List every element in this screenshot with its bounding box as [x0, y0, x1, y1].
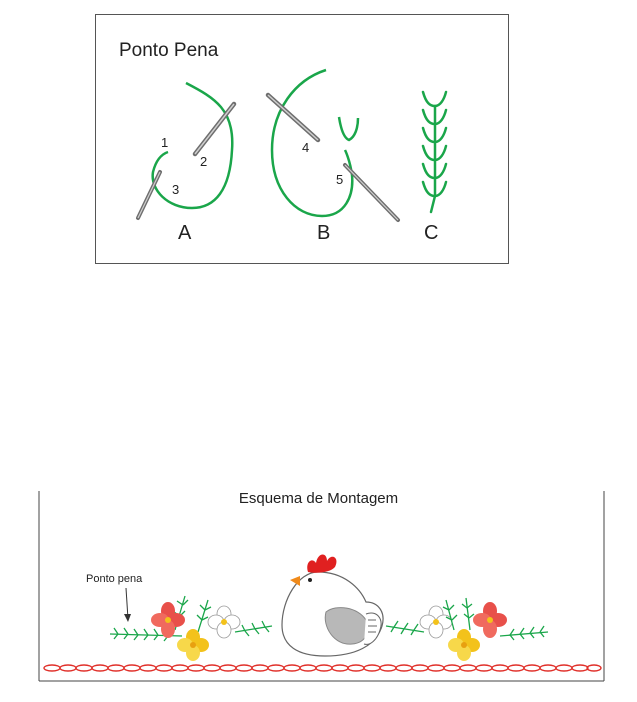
hen-beak: [290, 576, 300, 586]
right-white-flower: [419, 605, 453, 639]
hen-tail: [363, 612, 382, 645]
mark-4: 4: [302, 140, 309, 155]
left-white-flower: [207, 605, 241, 639]
panel-title: Ponto Pena: [119, 40, 219, 61]
hen-illustration: [281, 554, 384, 657]
step-label-b: B: [317, 222, 331, 244]
step-b-illustration: 4 5: [265, 68, 400, 222]
mark-5: 5: [336, 172, 343, 187]
mark-3: 3: [172, 182, 179, 197]
chain-stitch-row: [43, 664, 602, 672]
thread-b-loop: [270, 68, 354, 218]
step-c-feather-column: [421, 90, 448, 214]
step-a-illustration: 1 2 3: [136, 81, 237, 220]
callout-arrow: [124, 587, 131, 622]
right-yellow-flower: [448, 629, 480, 661]
layout-title: Esquema de Montagem: [238, 490, 399, 507]
hen-comb: [307, 554, 337, 573]
layout-frame: [38, 491, 605, 682]
left-yellow-flower: [177, 629, 209, 661]
stitch-panel: [95, 14, 509, 264]
right-red-flower: [473, 602, 507, 638]
step-label-c: C: [424, 222, 439, 244]
mark-1: 1: [161, 135, 168, 150]
ponto-pena-callout: Ponto pena: [86, 573, 143, 585]
left-red-flower: [151, 602, 185, 638]
thread-a: [151, 81, 234, 210]
step-label-a: A: [178, 222, 192, 244]
right-feather-sprigs: [385, 597, 549, 641]
mark-2: 2: [200, 154, 207, 169]
thread-b-v: [337, 116, 360, 142]
hen-eye: [308, 578, 312, 582]
